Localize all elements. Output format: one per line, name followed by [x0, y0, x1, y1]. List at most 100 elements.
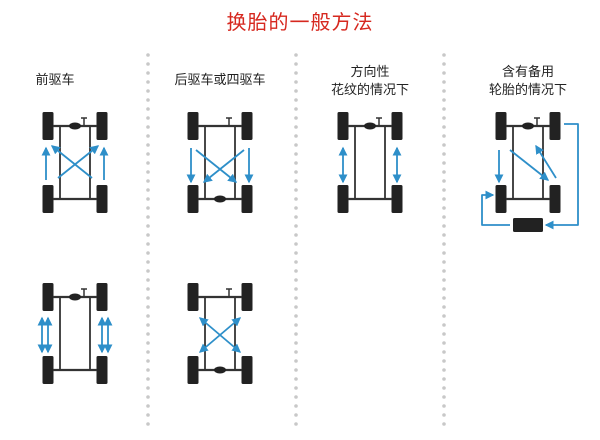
divider-dot — [146, 305, 150, 309]
tire — [241, 283, 253, 311]
differential — [364, 122, 376, 130]
tire — [96, 356, 108, 384]
tire — [42, 283, 54, 311]
divider-dot — [294, 404, 298, 408]
divider-dot — [294, 278, 298, 282]
divider-dot — [146, 269, 150, 273]
column-dividers — [146, 53, 446, 426]
divider-dot — [442, 404, 446, 408]
divider-dot — [146, 134, 150, 138]
divider-dot — [294, 143, 298, 147]
divider-dot — [294, 134, 298, 138]
tire — [495, 112, 507, 140]
divider-dot — [294, 377, 298, 381]
divider-dot — [294, 359, 298, 363]
divider-dot — [294, 287, 298, 291]
divider-dot — [146, 107, 150, 111]
divider-dot — [146, 143, 150, 147]
differential — [214, 366, 226, 374]
tire — [42, 356, 54, 384]
rotation-arrow — [535, 144, 557, 179]
rotation-arrow — [544, 123, 579, 230]
divider-dot — [442, 323, 446, 327]
page-title: 换胎的一般方法 — [226, 10, 374, 34]
divider-dot — [146, 206, 150, 210]
divider-dot — [442, 179, 446, 183]
divider-dot — [442, 269, 446, 273]
divider-dot — [294, 215, 298, 219]
rotation-arrow — [195, 149, 238, 183]
divider-dot — [146, 350, 150, 354]
divider-dot — [294, 395, 298, 399]
divider-dot — [442, 107, 446, 111]
divider-dot — [294, 206, 298, 210]
differential — [69, 122, 81, 130]
rotation-arrow — [198, 317, 242, 353]
divider-dot — [294, 341, 298, 345]
label-line: 含有备用 — [501, 65, 554, 80]
divider-dot — [294, 269, 298, 273]
car-fwd-cross — [42, 112, 108, 213]
divider-dot — [294, 116, 298, 120]
divider-dot — [146, 161, 150, 165]
divider-dot — [442, 296, 446, 300]
car-diagrams — [42, 112, 561, 384]
divider-dot — [146, 422, 150, 426]
divider-dot — [146, 233, 150, 237]
tire — [241, 112, 253, 140]
car-rwd-cross — [187, 112, 253, 213]
rotation-arrows — [37, 123, 579, 354]
divider-dot — [146, 278, 150, 282]
divider-dot — [146, 260, 150, 264]
label-front-wheel-drive: 前驱车 — [0, 72, 110, 90]
divider-dot — [146, 296, 150, 300]
divider-dot — [442, 170, 446, 174]
divider-dot — [146, 80, 150, 84]
divider-dot — [442, 305, 446, 309]
tire — [187, 356, 199, 384]
rotation-arrow — [509, 149, 550, 181]
divider-dot — [146, 377, 150, 381]
tire — [96, 112, 108, 140]
divider-dot — [294, 260, 298, 264]
divider-dot — [294, 233, 298, 237]
divider-dot — [294, 251, 298, 255]
divider-dot — [146, 359, 150, 363]
divider-dot — [294, 422, 298, 426]
divider-dot — [146, 170, 150, 174]
divider-dot — [442, 143, 446, 147]
divider-dot — [294, 296, 298, 300]
divider-dot — [146, 323, 150, 327]
divider-dot — [146, 53, 150, 57]
divider-dot — [442, 386, 446, 390]
label-directional-tread: 方向性 花纹的情况下 — [310, 64, 430, 100]
divider-dot — [442, 314, 446, 318]
tire — [42, 185, 54, 213]
divider-dot — [294, 107, 298, 111]
divider-dot — [146, 332, 150, 336]
label-line: 后驱车或四驱车 — [174, 73, 266, 88]
divider-dot — [294, 71, 298, 75]
divider-dot — [146, 224, 150, 228]
tire — [187, 112, 199, 140]
divider-dot — [146, 287, 150, 291]
tire — [241, 356, 253, 384]
tire — [96, 283, 108, 311]
divider-dot — [442, 215, 446, 219]
divider-dot — [294, 179, 298, 183]
divider-dot — [442, 161, 446, 165]
divider-dot — [442, 332, 446, 336]
divider-dot — [146, 404, 150, 408]
divider-dot — [442, 242, 446, 246]
tire — [187, 185, 199, 213]
divider-dot — [442, 233, 446, 237]
divider-dot — [442, 413, 446, 417]
divider-dot — [442, 125, 446, 129]
rotation-arrow — [50, 145, 93, 179]
divider-dot — [146, 314, 150, 318]
divider-dot — [146, 395, 150, 399]
divider-dot — [294, 53, 298, 57]
divider-dot — [442, 80, 446, 84]
divider-dot — [442, 260, 446, 264]
